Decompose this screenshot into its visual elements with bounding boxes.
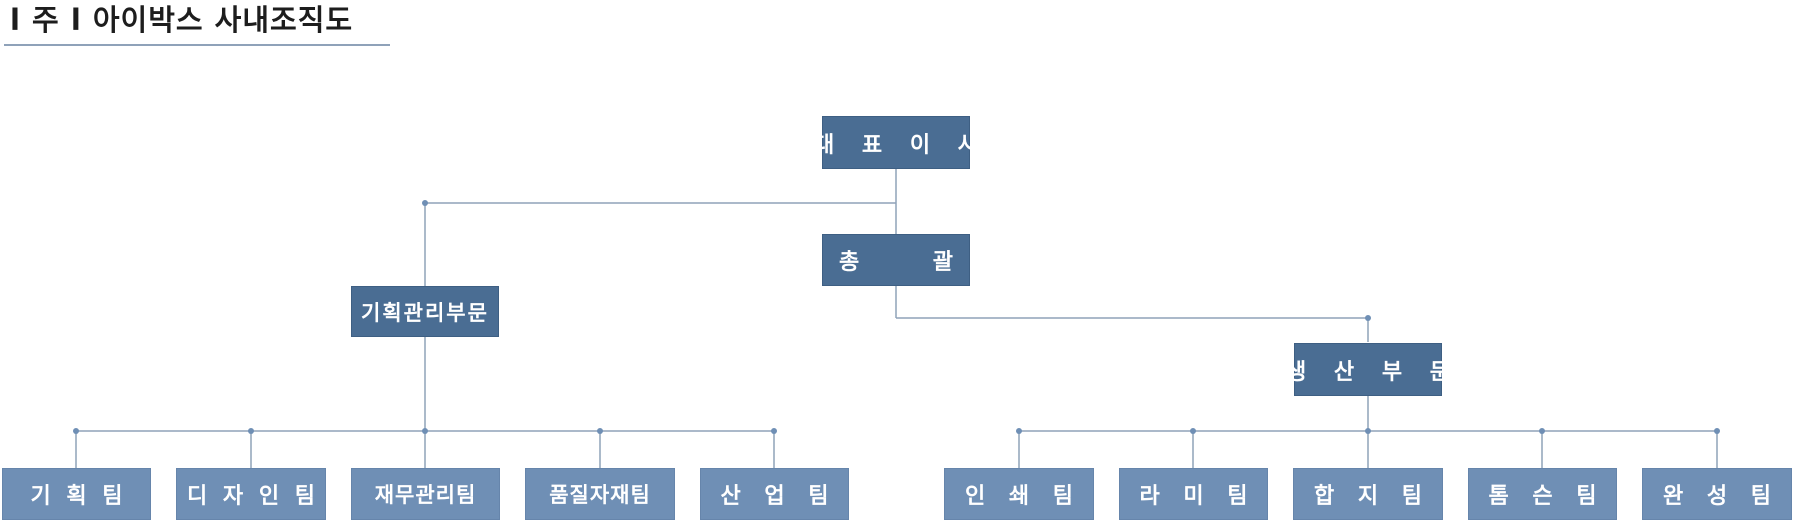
team-laminating-paper: 합 지 팀 (1293, 468, 1443, 520)
team-industry: 산 업 팀 (700, 468, 849, 520)
team-printing: 인 쇄 팀 (944, 468, 1094, 520)
team-label: 라 미 팀 (1139, 484, 1256, 509)
team-label: 산 업 팀 (720, 484, 837, 509)
team-label: 품질자재팀 (549, 483, 651, 507)
production-division-box: 생 산 부 문 (1286, 343, 1450, 396)
team-label: 합 지 팀 (1313, 484, 1431, 509)
team-lamination: 라 미 팀 (1119, 468, 1268, 520)
team-finance: 재무관리팀 (351, 468, 500, 520)
ceo-label: 대 표 이 사 (814, 132, 988, 158)
team-label: 디 자 인 팀 (187, 484, 319, 509)
team-label: 기 획 팀 (30, 484, 127, 509)
team-planning: 기 획 팀 (2, 468, 151, 520)
ceo-box: 대 표 이 사 (814, 116, 978, 169)
team-design: 디 자 인 팀 (176, 468, 326, 520)
team-label: 재무관리팀 (374, 483, 477, 507)
team-label: 인 쇄 팀 (964, 484, 1082, 509)
general-manager-box: 총 괄 (822, 234, 970, 286)
team-label: 완 성 팀 (1662, 484, 1780, 509)
general-manager-label-right: 괄 (932, 250, 953, 275)
general-manager-label-left: 총 (839, 250, 860, 275)
team-quality-materials: 품질자재팀 (525, 468, 675, 520)
planning-division-box: 기획관리부문 (351, 286, 499, 337)
team-finishing: 완 성 팀 (1642, 468, 1792, 520)
planning-division-label: 기획관리부문 (361, 300, 489, 325)
production-division-label: 생 산 부 문 (1286, 359, 1460, 385)
team-label: 톰 슨 팀 (1488, 484, 1605, 509)
page-title: l 주 l 아이박스 사내조직도 (4, 0, 390, 46)
team-thomson: 톰 슨 팀 (1468, 468, 1617, 520)
